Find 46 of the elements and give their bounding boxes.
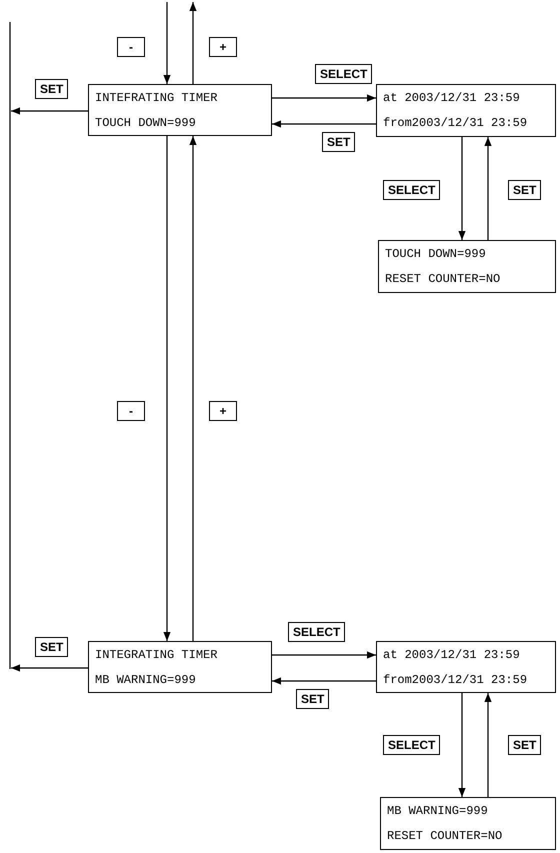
- key-label: SET: [296, 689, 330, 709]
- key-label: SELECT: [288, 622, 346, 642]
- arrow: [163, 136, 171, 641]
- key-label: SELECT: [383, 180, 440, 200]
- display-text: TOUCH DOWN=999: [95, 114, 197, 130]
- display-text: from2003/12/31 23:59: [383, 115, 528, 132]
- arrow: [458, 137, 466, 240]
- key-label: -: [117, 37, 145, 57]
- arrow: [272, 120, 376, 128]
- display-text: RESET COUNTER=NO: [387, 828, 504, 844]
- key-label: SET: [322, 132, 356, 152]
- display-text: at 2003/12/31 23:59: [383, 646, 521, 662]
- key-label: SELECT: [383, 735, 440, 755]
- arrow: [272, 94, 376, 102]
- key-label: SET: [508, 180, 542, 200]
- display-box: [88, 641, 272, 693]
- display-box: [376, 641, 556, 693]
- arrow: [458, 693, 466, 797]
- display-text: RESET COUNTER=NO: [385, 271, 502, 288]
- display-box: [378, 240, 556, 293]
- arrow: [189, 2, 197, 84]
- arrow: [11, 107, 88, 115]
- key-label: +: [209, 37, 237, 57]
- key-label: SET: [508, 735, 542, 755]
- arrow: [189, 136, 197, 641]
- display-text: MB WARNING=999: [387, 802, 489, 819]
- display-box: [380, 797, 556, 850]
- arrow: [11, 664, 88, 672]
- display-text: INTEFRATING TIMER: [95, 90, 218, 106]
- display-text: at 2003/12/31 23:59: [383, 90, 521, 106]
- arrow: [484, 693, 492, 797]
- display-box: [88, 84, 272, 136]
- display-box: [376, 84, 556, 137]
- display-text: from2003/12/31 23:59: [383, 672, 528, 688]
- arrow: [484, 137, 492, 240]
- key-label: +: [209, 401, 237, 421]
- key-label: -: [117, 401, 145, 421]
- arrow: [272, 677, 376, 685]
- display-text: TOUCH DOWN=999: [385, 246, 487, 262]
- display-text: MB WARNING=999: [95, 672, 197, 688]
- display-text: INTEGRATING TIMER: [95, 646, 218, 662]
- key-label: SET: [35, 79, 68, 99]
- arrow: [272, 651, 376, 659]
- key-label: SET: [35, 637, 68, 657]
- arrow: [163, 2, 171, 84]
- key-label: SELECT: [315, 64, 372, 84]
